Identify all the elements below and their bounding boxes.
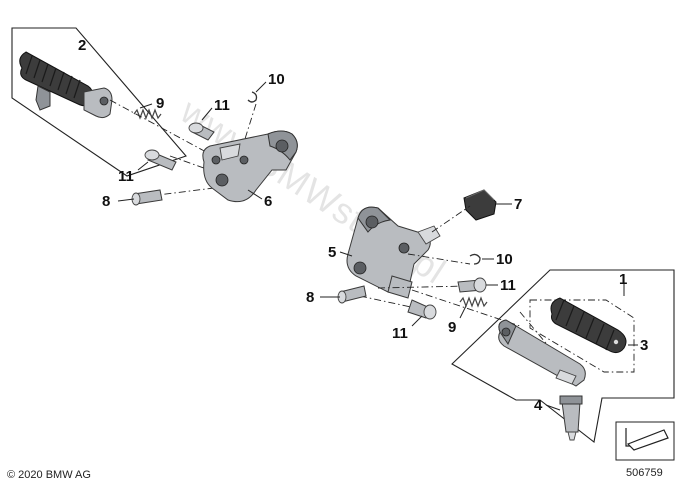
callout-label-9-right: 9 (448, 319, 456, 336)
spring-left (133, 108, 162, 120)
callout-label-5: 5 (328, 244, 336, 261)
callout-2: 2 (78, 37, 86, 54)
axis-line-right-1 (431, 205, 471, 233)
callout-label-7: 7 (514, 196, 522, 213)
leader-4 (545, 404, 561, 411)
rubber-cap (463, 189, 497, 221)
bracket-left (202, 130, 298, 203)
axis-line-left-1 (109, 99, 233, 167)
pin-left (131, 189, 163, 206)
diagram-number: 506759 (626, 467, 663, 479)
pin-right (337, 285, 367, 304)
callout-label-11-upper: 11 (214, 97, 230, 114)
group-frame-rubber-pad (529, 299, 635, 373)
rubber-pad-dot (613, 339, 619, 345)
leader-6 (247, 189, 263, 200)
axis-line-right-6 (519, 311, 561, 361)
leader-9-right (459, 305, 467, 319)
callout-label-8-right: 8 (306, 289, 314, 306)
callout-label-8-left: 8 (102, 193, 110, 210)
callout-label-11-right: 11 (500, 277, 516, 294)
leader-11-lower (411, 315, 423, 327)
group-frame-right-footrest (451, 269, 675, 443)
callout-label-10-right: 10 (496, 251, 513, 268)
bolt-right-lower (407, 299, 437, 320)
callout-label-4: 4 (534, 397, 543, 414)
footrest-left (19, 51, 113, 119)
bolt-upper-left (188, 122, 215, 141)
callout-label-3: 3 (640, 337, 648, 354)
callout-label-1: 1 (619, 271, 627, 288)
axis-line-left-4 (243, 103, 257, 143)
bracket-right (346, 206, 441, 299)
axis-line-right-3 (377, 285, 469, 289)
spring-right (459, 296, 488, 308)
axis-line-right-5 (411, 289, 521, 327)
callout-label-9-left: 9 (156, 95, 164, 112)
leader-9-left (139, 103, 153, 109)
bank-angle-stud (559, 395, 583, 441)
bolt-lower-left (144, 149, 177, 171)
axis-line-right-2 (407, 253, 471, 265)
leader-11-upper (201, 107, 213, 121)
callout-label-10-left: 10 (268, 71, 285, 88)
view-direction-arrow-icon (615, 421, 675, 461)
clip-left (247, 91, 258, 103)
bolt-right-upper (457, 277, 487, 293)
leader-10-left (255, 81, 267, 93)
leader-5 (339, 251, 353, 257)
clip-right (469, 253, 481, 265)
group-frame-left-footrest (11, 27, 187, 177)
footrest-right (498, 319, 586, 387)
leader-11-left (137, 161, 149, 171)
callout-label-11-left: 11 (118, 168, 134, 185)
callout-label-2: 2 (78, 37, 86, 54)
leader-8-left (117, 198, 135, 202)
rubber-pad (550, 297, 627, 354)
copyright-text: © 2020 BMW AG (7, 469, 91, 481)
callout-label-6: 6 (264, 193, 272, 210)
callout-label-11-lower: 11 (392, 325, 408, 342)
